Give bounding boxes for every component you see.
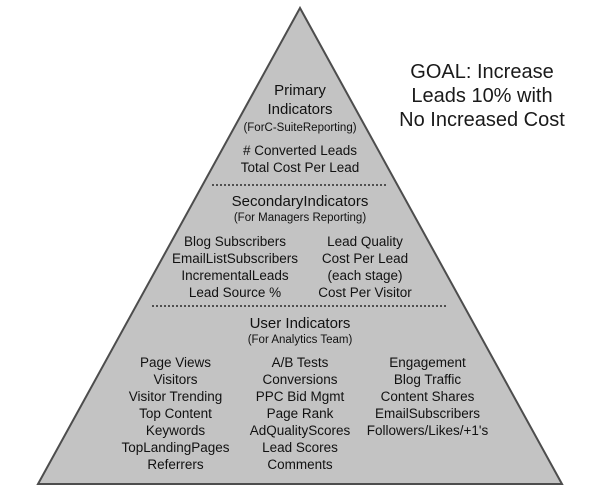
secondary-left-item: EmailListSubscribers — [171, 251, 299, 266]
user-col2-item: Conversions — [262, 372, 338, 387]
secondary-right-list: Lead Quality Cost Per Lead (each stage) … — [290, 233, 440, 301]
user-col2-item: Page Rank — [266, 406, 334, 421]
user-col1-item: Top Content — [139, 406, 212, 421]
user-title: User Indicators — [249, 315, 351, 332]
goal-line: Leads 10% with — [411, 85, 553, 107]
secondary-subtitle: (For Managers Reporting) — [233, 212, 367, 224]
secondary-right-item: (each stage) — [327, 268, 403, 283]
user-col2-item: Lead Scores — [262, 440, 338, 455]
secondary-right-item: Cost Per Lead — [321, 251, 409, 266]
user-col1-item: Page Views — [139, 355, 212, 370]
user-col1-item: Visitor Trending — [128, 389, 223, 404]
secondary-right-item: Cost Per Visitor — [318, 285, 412, 300]
user-column-2: A/B Tests Conversions PPC Bid Mgmt Page … — [230, 354, 370, 473]
primary-title-line-1: Primary — [274, 82, 326, 99]
user-subtitle: (For Analytics Team) — [247, 334, 353, 346]
primary-title-line-2: Indicators — [267, 101, 333, 118]
goal-line: GOAL: Increase — [410, 61, 554, 83]
user-col3-item: Followers/Likes/+1's — [366, 423, 489, 438]
secondary-left-list: Blog Subscribers EmailListSubscribers In… — [160, 233, 310, 301]
pyramid-shape — [36, 5, 564, 485]
user-col1-item: TopLandingPages — [121, 440, 230, 455]
user-col2-item: A/B Tests — [271, 355, 329, 370]
secondary-left-item: IncrementalLeads — [181, 268, 289, 283]
goal-line: No Increased Cost — [399, 109, 565, 131]
user-col1-item: Referrers — [147, 457, 204, 472]
secondary-right-item: Lead Quality — [327, 234, 403, 249]
user-col3-item: Blog Traffic — [393, 372, 462, 387]
secondary-title: SecondaryIndicators — [231, 193, 369, 210]
user-col1-item: Keywords — [145, 423, 206, 438]
user-col2-item: AdQualityScores — [249, 423, 351, 438]
user-col2-item: Comments — [267, 457, 333, 472]
secondary-left-item: Blog Subscribers — [183, 234, 287, 249]
goal-statement: GOAL: Increase Leads 10% with No Increas… — [372, 60, 592, 132]
user-col1-item: Visitors — [153, 372, 198, 387]
secondary-left-item: Lead Source % — [188, 285, 282, 300]
primary-item-total-cost: Total Cost Per Lead — [240, 160, 360, 175]
user-col2-item: PPC Bid Mgmt — [255, 389, 345, 404]
user-col3-item: Engagement — [389, 355, 466, 370]
primary-subtitle: (ForC-SuiteReporting) — [243, 122, 357, 134]
user-col3-item: EmailSubscribers — [374, 406, 481, 421]
primary-item-converted-leads: # Converted Leads — [242, 143, 358, 158]
user-column-3: Engagement Blog Traffic Content Shares E… — [355, 354, 500, 439]
user-col3-item: Content Shares — [380, 389, 475, 404]
user-column-1: Page Views Visitors Visitor Trending Top… — [108, 354, 243, 473]
